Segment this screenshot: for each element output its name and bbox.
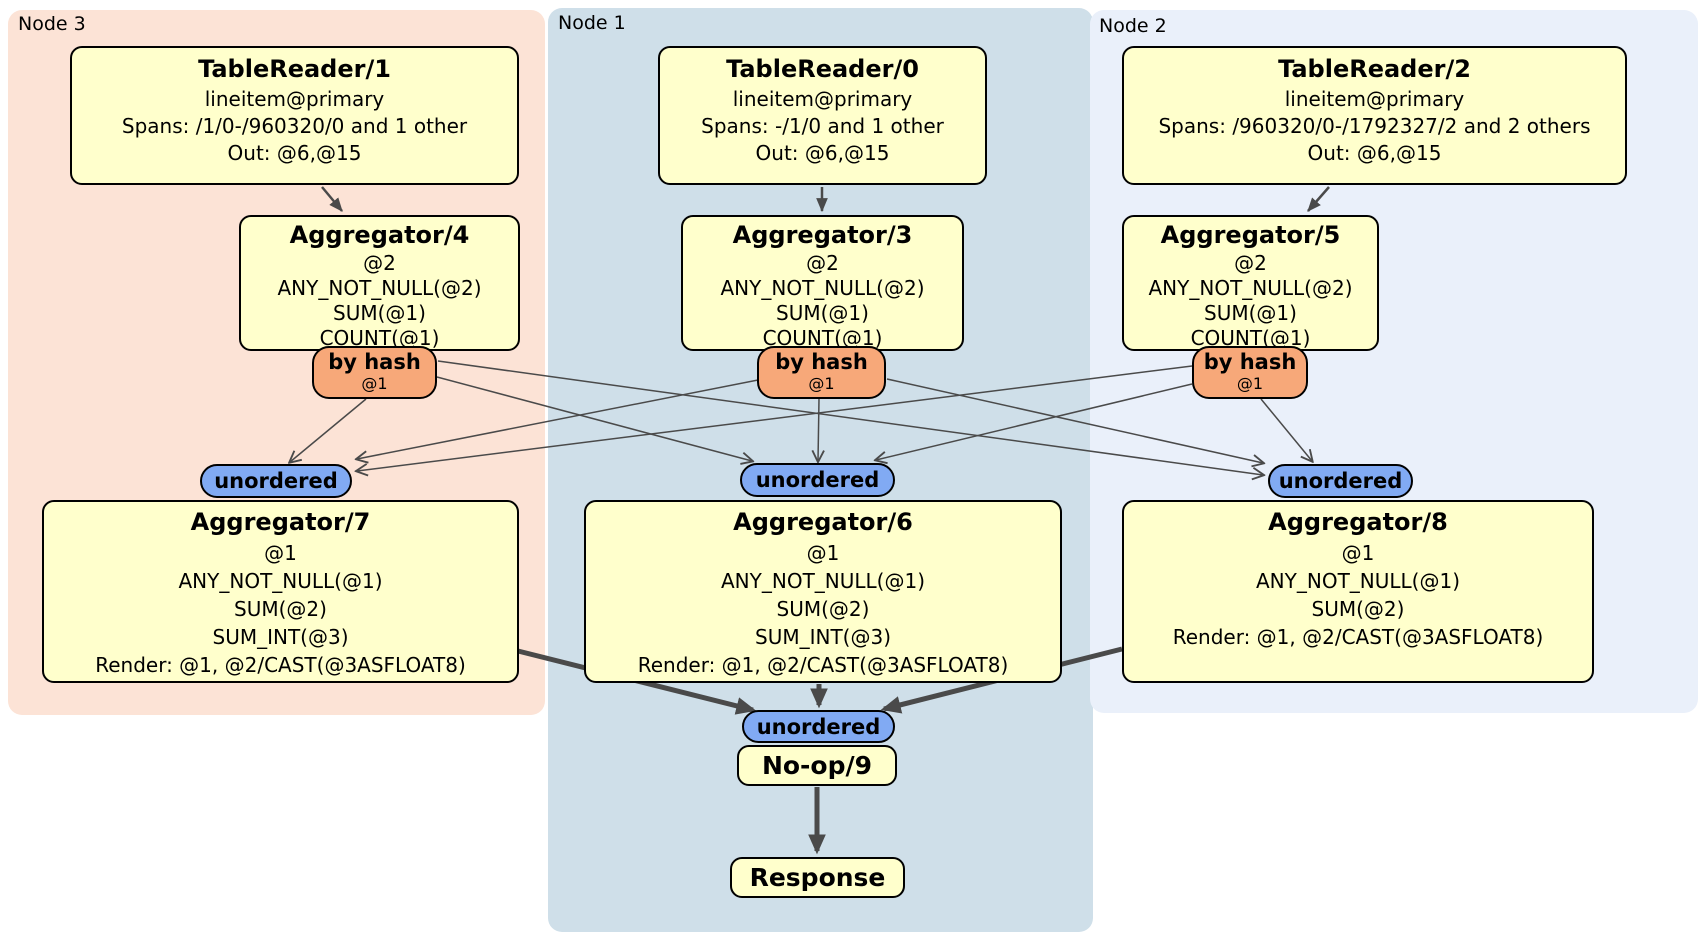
processor-title: Aggregator/5 bbox=[1160, 221, 1341, 249]
processor-title: TableReader/2 bbox=[1278, 55, 1471, 83]
agg-fn: ANY_NOT_NULL(@1) bbox=[721, 569, 925, 593]
edge-byhash5-sync6 bbox=[876, 383, 1193, 460]
panel-label-node-3: Node 3 bbox=[18, 13, 86, 35]
router-label: by hash bbox=[328, 350, 421, 374]
processor-aggregator-8: Aggregator/8 @1 ANY_NOT_NULL(@1) SUM(@2)… bbox=[1122, 500, 1594, 683]
agg-group-cols: @2 bbox=[363, 251, 396, 275]
processor-index: lineitem@primary bbox=[1284, 87, 1465, 111]
agg-group-cols: @1 bbox=[1341, 541, 1375, 565]
agg-fn: SUM(@2) bbox=[1311, 597, 1405, 621]
agg-fn: ANY_NOT_NULL(@2) bbox=[720, 276, 925, 300]
router-columns: @1 bbox=[361, 374, 388, 393]
processor-aggregator-7: Aggregator/7 @1 ANY_NOT_NULL(@1) SUM(@2)… bbox=[42, 500, 519, 683]
sync-unordered-aggregator-8: unordered bbox=[1268, 464, 1413, 498]
processor-tablereader-1: TableReader/1 lineitem@primary Spans: /1… bbox=[70, 46, 519, 185]
processor-tablereader-0: TableReader/0 lineitem@primary Spans: -/… bbox=[658, 46, 987, 185]
agg-group-cols: @2 bbox=[806, 251, 839, 275]
processor-aggregator-6: Aggregator/6 @1 ANY_NOT_NULL(@1) SUM(@2)… bbox=[584, 500, 1062, 683]
processor-out: Out: @6,@15 bbox=[227, 141, 362, 165]
processor-spans: Spans: -/1/0 and 1 other bbox=[701, 114, 944, 138]
processor-title: Aggregator/4 bbox=[289, 221, 470, 249]
agg-fn: SUM(@1) bbox=[776, 301, 869, 325]
agg-fn: ANY_NOT_NULL(@2) bbox=[277, 276, 482, 300]
processor-spans: Spans: /960320/0-/1792327/2 and 2 others bbox=[1158, 114, 1591, 138]
router-label: by hash bbox=[775, 350, 868, 374]
processor-tablereader-2: TableReader/2 lineitem@primary Spans: /9… bbox=[1122, 46, 1627, 185]
sync-unordered-aggregator-6: unordered bbox=[740, 463, 895, 497]
processor-index: lineitem@primary bbox=[204, 87, 385, 111]
router-label: by hash bbox=[1203, 350, 1297, 374]
edge-byhash5-sync8 bbox=[1260, 398, 1312, 461]
panel-label-node-2: Node 2 bbox=[1099, 15, 1167, 37]
processor-noop-9: No-op/9 bbox=[737, 745, 897, 786]
response-title: Response bbox=[749, 863, 886, 892]
agg-fn: ANY_NOT_NULL(@2) bbox=[1148, 276, 1353, 300]
router-columns: @1 bbox=[808, 374, 835, 393]
edge-byhash3-sync6 bbox=[818, 398, 819, 461]
edge-byhash4-sync7 bbox=[290, 398, 367, 462]
agg-group-cols: @1 bbox=[806, 541, 840, 565]
agg-fn: SUM(@1) bbox=[333, 301, 426, 325]
edge-tablereader1-aggregator4 bbox=[321, 186, 343, 212]
edge-byhash3-sync8 bbox=[886, 378, 1263, 463]
sync-unordered-final: unordered bbox=[742, 710, 895, 743]
processor-title: Aggregator/3 bbox=[732, 221, 913, 249]
edge-tablereader2-aggregator5 bbox=[1307, 186, 1330, 212]
agg-render: Render: @1, @2/CAST(@3ASFLOAT8) bbox=[1172, 625, 1544, 649]
sync-unordered-aggregator-7: unordered bbox=[200, 464, 352, 498]
agg-fn: SUM_INT(@3) bbox=[755, 625, 891, 649]
processor-aggregator-4: Aggregator/4 @2 ANY_NOT_NULL(@2) SUM(@1)… bbox=[239, 215, 520, 351]
agg-fn: SUM(@1) bbox=[1204, 301, 1297, 325]
agg-group-cols: @2 bbox=[1234, 251, 1267, 275]
response-node: Response bbox=[730, 857, 905, 898]
processor-title: TableReader/0 bbox=[726, 55, 919, 83]
processor-title: TableReader/1 bbox=[198, 55, 391, 83]
router-columns: @1 bbox=[1236, 374, 1264, 393]
agg-group-cols: @1 bbox=[264, 541, 297, 565]
hash-router-aggregator-4: by hash @1 bbox=[312, 346, 437, 399]
processor-aggregator-3: Aggregator/3 @2 ANY_NOT_NULL(@2) SUM(@1)… bbox=[681, 215, 964, 351]
edge-byhash5-sync7 bbox=[357, 365, 1193, 471]
agg-render: Render: @1, @2/CAST(@3ASFLOAT8) bbox=[637, 653, 1009, 677]
edge-byhash4-sync6 bbox=[436, 376, 752, 461]
agg-fn: ANY_NOT_NULL(@1) bbox=[1256, 569, 1460, 593]
processor-spans: Spans: /1/0-/960320/0 and 1 other bbox=[121, 114, 468, 138]
processor-aggregator-5: Aggregator/5 @2 ANY_NOT_NULL(@2) SUM(@1)… bbox=[1122, 215, 1379, 351]
processor-title: Aggregator/8 bbox=[1268, 508, 1448, 536]
agg-render: Render: @1, @2/CAST(@3ASFLOAT8) bbox=[95, 653, 466, 677]
agg-fn: ANY_NOT_NULL(@1) bbox=[178, 569, 383, 593]
hash-router-aggregator-5: by hash @1 bbox=[1192, 346, 1308, 399]
agg-fn: SUM(@2) bbox=[234, 597, 327, 621]
processor-title: Aggregator/7 bbox=[190, 508, 371, 536]
agg-fn: SUM_INT(@3) bbox=[212, 625, 349, 649]
processor-out: Out: @6,@15 bbox=[1307, 141, 1442, 165]
agg-fn: SUM(@2) bbox=[776, 597, 870, 621]
processor-index: lineitem@primary bbox=[732, 87, 913, 111]
processor-title: No-op/9 bbox=[761, 751, 873, 780]
edge-byhash3-sync7 bbox=[357, 379, 759, 459]
panel-label-node-1: Node 1 bbox=[558, 12, 626, 34]
processor-out: Out: @6,@15 bbox=[755, 141, 890, 165]
hash-router-aggregator-3: by hash @1 bbox=[757, 346, 886, 399]
processor-title: Aggregator/6 bbox=[733, 508, 913, 536]
edge-byhash4-sync8 bbox=[437, 360, 1263, 475]
